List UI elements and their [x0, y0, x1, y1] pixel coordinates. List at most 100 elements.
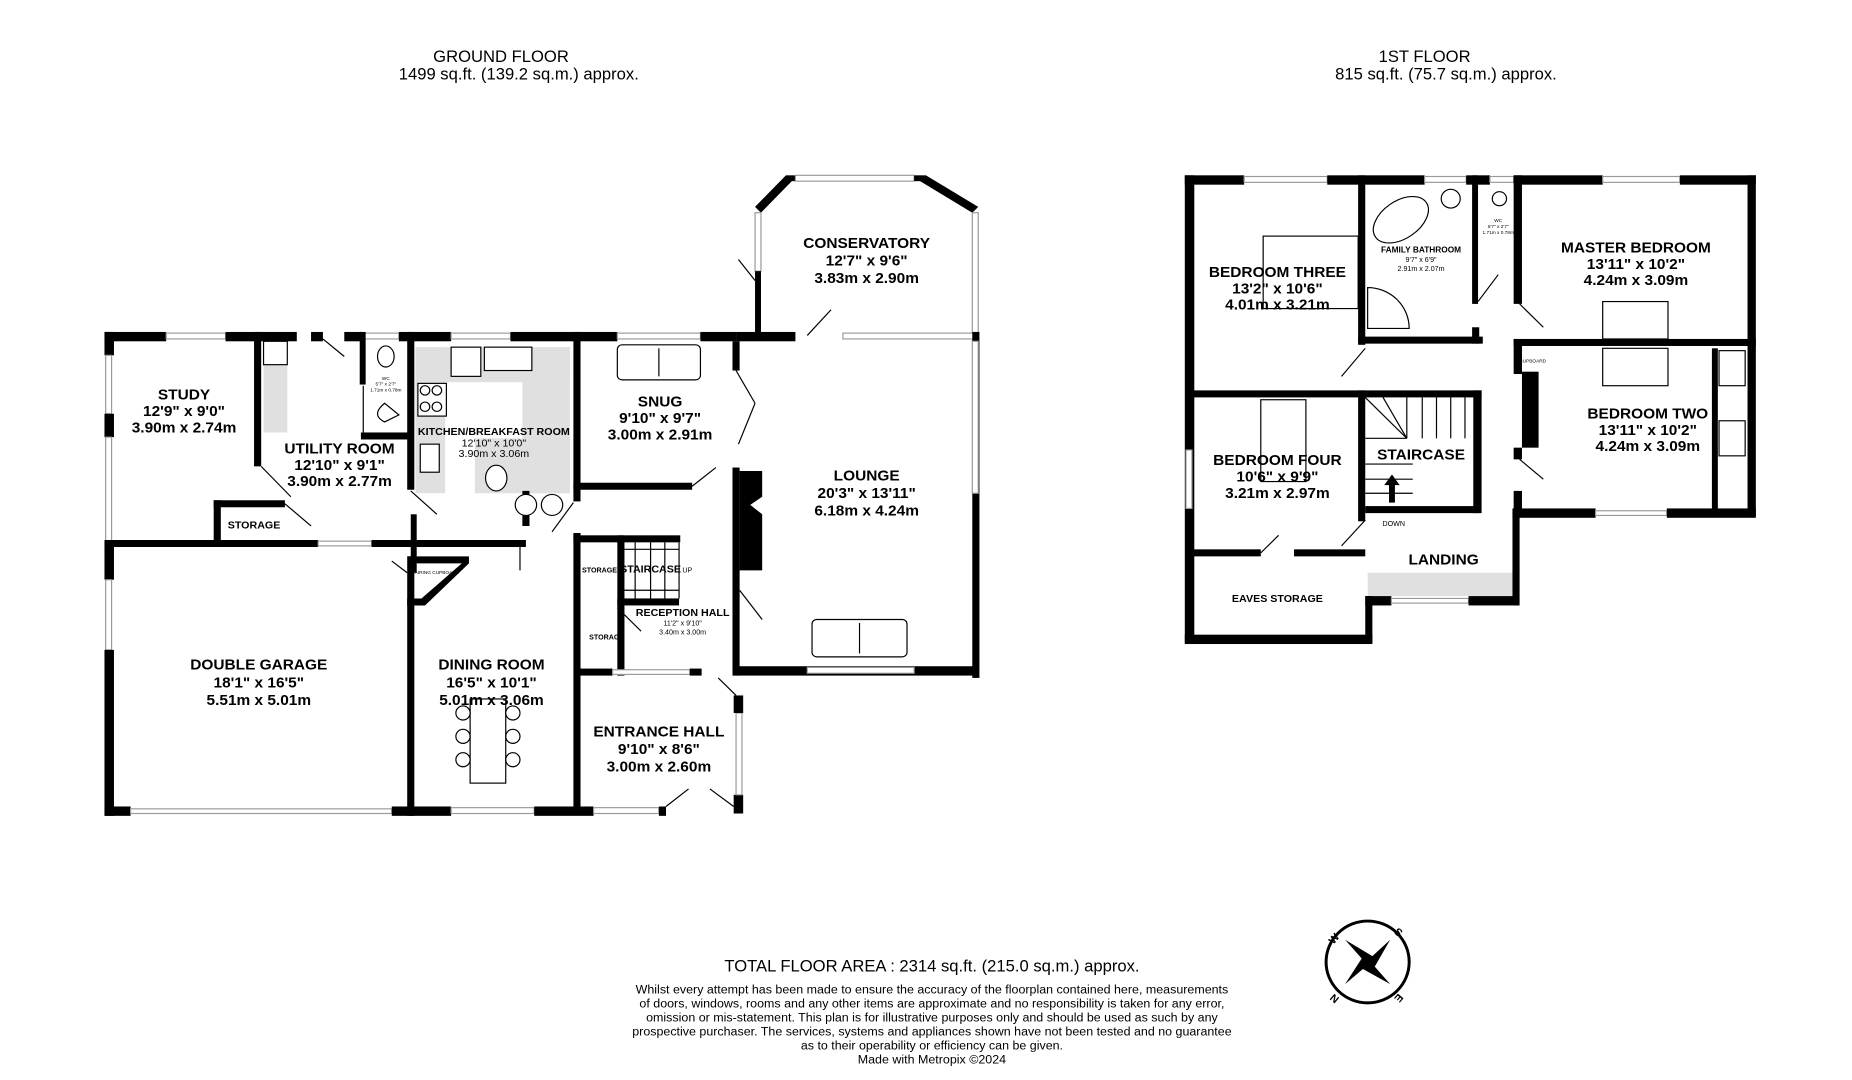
- svg-text:WC: WC: [382, 376, 391, 381]
- svg-text:3.83m x 2.90m: 3.83m x 2.90m: [814, 270, 919, 287]
- room-storage-utility: STORAGE: [228, 519, 281, 531]
- room-dining: DINING ROOM 16'5" x 10'1" 5.01m x 3.06m: [438, 657, 544, 709]
- room-lounge: LOUNGE 20'3" x 13'11" 6.18m x 4.24m: [814, 467, 919, 519]
- first-floor-heading: 1ST FLOOR 815 sq.ft. (75.7 sq.m.) approx…: [1335, 48, 1557, 83]
- svg-text:4.24m x 3.09m: 4.24m x 3.09m: [1584, 272, 1689, 289]
- svg-text:5'7" x 2'7": 5'7" x 2'7": [375, 382, 396, 387]
- first-floor-title: 1ST FLOOR: [1379, 48, 1471, 66]
- svg-text:3.90m x 3.06m: 3.90m x 3.06m: [459, 448, 530, 460]
- made-with-credit: Made with Metropix ©2024: [858, 1053, 1006, 1067]
- svg-text:WC: WC: [1494, 218, 1503, 223]
- svg-text:13'2" x 10'6": 13'2" x 10'6": [1232, 280, 1323, 297]
- disclaimer-line-3: omission or mis-statement. This plan is …: [646, 1011, 1218, 1025]
- disclaimer-line-5: as to their operability or efficiency ca…: [801, 1039, 1063, 1053]
- room-storage-stairs: STORAGE: [582, 568, 617, 575]
- first-floor-furniture: [1260, 188, 1746, 483]
- svg-text:13'11" x 10'2": 13'11" x 10'2": [1587, 256, 1685, 273]
- svg-text:10'6" x 9'9": 10'6" x 9'9": [1236, 469, 1318, 486]
- room-bedroom-two: BEDROOM TWO 13'11" x 10'2" 4.24m x 3.09m: [1587, 406, 1708, 456]
- room-staircase-ground: STAIRCASE UP: [620, 564, 692, 576]
- landing-grey: [1367, 572, 1513, 597]
- svg-text:STAIRCASE: STAIRCASE: [620, 564, 681, 576]
- utility-worktop: [263, 350, 288, 433]
- svg-text:LOUNGE: LOUNGE: [834, 467, 900, 484]
- svg-text:12'7" x 9'6": 12'7" x 9'6": [826, 252, 908, 269]
- room-storage-hall: STORAGE: [589, 634, 624, 641]
- room-family-bathroom: FAMILY BATHROOM 9'7" x 6'9" 2.91m x 2.07…: [1381, 246, 1461, 274]
- ground-staircase: [624, 542, 680, 599]
- svg-text:FAMILY BATHROOM: FAMILY BATHROOM: [1381, 246, 1461, 255]
- svg-text:12'9" x 9'0": 12'9" x 9'0": [143, 403, 225, 420]
- room-bedroom-three: BEDROOM THREE 13'2" x 10'6" 4.01m x 3.21…: [1209, 264, 1346, 314]
- svg-text:16'5" x 10'1": 16'5" x 10'1": [446, 674, 537, 691]
- disclaimer-line-1: Whilst every attempt has been made to en…: [636, 983, 1229, 997]
- svg-text:2.91m x 2.07m: 2.91m x 2.07m: [1398, 266, 1445, 273]
- svg-text:STAIRCASE: STAIRCASE: [1377, 446, 1465, 463]
- disclaimer-line-2: of doors, windows, rooms and any other i…: [639, 997, 1224, 1011]
- svg-text:3.21m x 2.97m: 3.21m x 2.97m: [1225, 485, 1330, 502]
- svg-text:5'7" x 2'7": 5'7" x 2'7": [1488, 224, 1509, 229]
- ground-floor-heading: GROUND FLOOR 1499 sq.ft. (139.2 sq.m.) a…: [399, 48, 639, 83]
- room-landing: LANDING: [1408, 552, 1478, 569]
- room-wc-ground: WC 5'7" x 2'7" 1.71m x 0.78m: [370, 376, 401, 393]
- first-staircase: [1364, 396, 1466, 503]
- room-double-garage: DOUBLE GARAGE 18'1" x 16'5" 5.51m x 5.01…: [190, 657, 327, 709]
- room-eaves-storage: EAVES STORAGE: [1232, 593, 1323, 605]
- svg-text:BEDROOM FOUR: BEDROOM FOUR: [1213, 452, 1341, 469]
- study-utility-wall: [254, 331, 262, 467]
- svg-text:11'2" x 9'10": 11'2" x 9'10": [663, 620, 702, 627]
- room-bedroom-four: BEDROOM FOUR 10'6" x 9'9" 3.21m x 2.97m: [1213, 452, 1341, 502]
- room-cupboard: CUPBOARD: [1519, 358, 1546, 363]
- svg-text:DOUBLE GARAGE: DOUBLE GARAGE: [190, 657, 327, 674]
- svg-text:1.71m x 0.78m: 1.71m x 0.78m: [370, 388, 401, 393]
- svg-text:9'7" x 6'9": 9'7" x 6'9": [1406, 257, 1438, 264]
- svg-text:3.90m x 2.77m: 3.90m x 2.77m: [287, 473, 392, 490]
- ground-floor-title: GROUND FLOOR: [433, 48, 569, 66]
- room-study: STUDY 12'9" x 9'0" 3.90m x 2.74m: [132, 387, 237, 437]
- svg-text:ENTRANCE HALL: ENTRANCE HALL: [593, 723, 724, 740]
- svg-text:4.24m x 3.09m: 4.24m x 3.09m: [1596, 438, 1701, 455]
- room-wc-first: WC 5'7" x 2'7" 1.71m x 0.78m: [1483, 218, 1514, 235]
- room-snug: SNUG 9'10" x 9'7" 3.00m x 2.91m: [608, 394, 713, 444]
- svg-text:UP: UP: [682, 568, 692, 575]
- svg-text:1.71m x 0.78m: 1.71m x 0.78m: [1483, 230, 1514, 235]
- svg-text:BEDROOM TWO: BEDROOM TWO: [1587, 406, 1708, 423]
- svg-text:13'11" x 10'2": 13'11" x 10'2": [1599, 422, 1697, 439]
- svg-text:UTILITY ROOM: UTILITY ROOM: [284, 441, 394, 458]
- svg-text:DOWN: DOWN: [1383, 521, 1405, 528]
- svg-text:RECEPTION HALL: RECEPTION HALL: [636, 607, 730, 619]
- room-conservatory: CONSERVATORY 12'7" x 9'6" 3.83m x 2.90m: [803, 235, 930, 287]
- total-floor-area: TOTAL FLOOR AREA : 2314 sq.ft. (215.0 sq…: [724, 957, 1139, 975]
- svg-text:3.90m x 2.74m: 3.90m x 2.74m: [132, 420, 237, 437]
- svg-text:DINING ROOM: DINING ROOM: [438, 657, 544, 674]
- first-floor-area: 815 sq.ft. (75.7 sq.m.) approx.: [1335, 66, 1557, 84]
- svg-text:5.01m x 3.06m: 5.01m x 3.06m: [439, 692, 544, 709]
- footer: TOTAL FLOOR AREA : 2314 sq.ft. (215.0 sq…: [632, 957, 1232, 1066]
- room-entrance-hall: ENTRANCE HALL 9'10" x 8'6" 3.00m x 2.60m: [593, 723, 724, 775]
- svg-text:5.51m x 5.01m: 5.51m x 5.01m: [207, 692, 312, 709]
- svg-text:MASTER BEDROOM: MASTER BEDROOM: [1561, 240, 1711, 257]
- room-utility: UTILITY ROOM 12'10" x 9'1" 3.90m x 2.77m: [284, 441, 394, 491]
- ground-floor-furniture: [262, 340, 908, 784]
- svg-text:BEDROOM THREE: BEDROOM THREE: [1209, 264, 1346, 281]
- room-kitchen: KITCHEN/BREAKFAST ROOM 12'10" x 10'0" 3.…: [418, 426, 570, 460]
- svg-text:6.18m x 4.24m: 6.18m x 4.24m: [814, 503, 919, 520]
- svg-text:3.40m x 3.00m: 3.40m x 3.00m: [659, 630, 706, 637]
- svg-text:STUDY: STUDY: [158, 387, 210, 404]
- ground-floor-plan: CONSERVATORY 12'7" x 9'6" 3.83m x 2.90m …: [104, 174, 980, 816]
- svg-text:12'10" x 9'1": 12'10" x 9'1": [294, 457, 385, 474]
- svg-text:9'10" x 9'7": 9'10" x 9'7": [619, 410, 701, 427]
- room-staircase-first: STAIRCASE DOWN: [1377, 446, 1465, 528]
- svg-text:KITCHEN/BREAKFAST ROOM: KITCHEN/BREAKFAST ROOM: [418, 426, 570, 438]
- svg-text:18'1" x 16'5": 18'1" x 16'5": [214, 674, 305, 691]
- first-floor-plan: BEDROOM THREE 13'2" x 10'6" 4.01m x 3.21…: [1184, 175, 1756, 645]
- disclaimer-line-4: prospective purchaser. The services, sys…: [632, 1025, 1232, 1039]
- study-top-wall: [104, 331, 167, 342]
- svg-text:CONSERVATORY: CONSERVATORY: [803, 235, 930, 252]
- svg-text:3.00m x 2.60m: 3.00m x 2.60m: [607, 759, 712, 776]
- svg-text:4.01m x 3.21m: 4.01m x 3.21m: [1225, 297, 1330, 314]
- compass-rose-icon: W S N E: [1324, 919, 1411, 1005]
- svg-text:12'10" x 10'0": 12'10" x 10'0": [462, 438, 527, 450]
- svg-text:3.00m x 2.91m: 3.00m x 2.91m: [608, 427, 713, 444]
